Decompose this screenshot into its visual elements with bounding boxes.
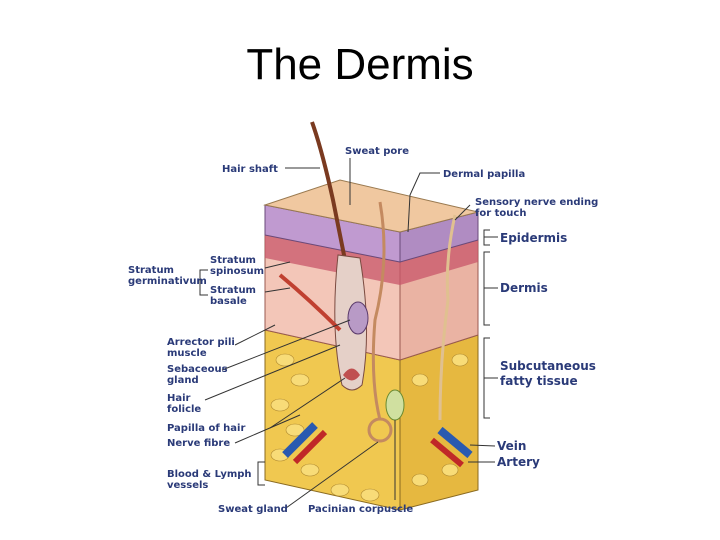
label-arrector-pili-2: muscle bbox=[167, 348, 207, 359]
label-hair-follicle-2: folicle bbox=[167, 404, 201, 415]
label-nerve-fibre: Nerve fibre bbox=[167, 438, 230, 449]
label-blood-lymph-2: vessels bbox=[167, 480, 208, 491]
label-sensory-nerve-1: Sensory nerve ending bbox=[475, 197, 598, 208]
label-papilla-of-hair: Papilla of hair bbox=[167, 423, 245, 434]
sebaceous-gland-shape bbox=[348, 302, 368, 334]
label-sweat-gland: Sweat gland bbox=[218, 504, 288, 515]
label-subcutaneous-2: fatty tissue bbox=[500, 374, 578, 388]
label-sebaceous-2: gland bbox=[167, 375, 199, 386]
label-sweat-pore: Sweat pore bbox=[345, 146, 409, 157]
label-stratum-basale-2: basale bbox=[210, 296, 247, 307]
label-stratum-germinativum-2: germinativum bbox=[128, 276, 207, 287]
label-epidermis: Epidermis bbox=[500, 231, 567, 245]
label-dermis: Dermis bbox=[500, 281, 548, 295]
label-stratum-germinativum-1: Stratum bbox=[128, 265, 174, 276]
label-stratum-spinosum-1: Stratum bbox=[210, 255, 256, 266]
label-subcutaneous-1: Subcutaneous bbox=[500, 359, 596, 373]
label-arrector-pili-1: Arrector pili bbox=[167, 337, 235, 348]
label-vein: Vein bbox=[497, 439, 526, 453]
label-hair-shaft: Hair shaft bbox=[222, 164, 278, 175]
pacinian-corpuscle-shape bbox=[386, 390, 404, 420]
label-sebaceous-1: Sebaceous bbox=[167, 364, 228, 375]
label-artery: Artery bbox=[497, 455, 540, 469]
label-hair-follicle-1: Hair bbox=[167, 393, 191, 404]
label-pacinian-corpuscle: Pacinian corpuscle bbox=[308, 504, 413, 515]
label-dermal-papilla: Dermal papilla bbox=[443, 169, 525, 180]
label-sensory-nerve-2: for touch bbox=[475, 208, 526, 219]
label-blood-lymph-1: Blood & Lymph bbox=[167, 469, 252, 480]
label-stratum-spinosum-2: spinosum bbox=[210, 266, 264, 277]
label-stratum-basale-1: Stratum bbox=[210, 285, 256, 296]
